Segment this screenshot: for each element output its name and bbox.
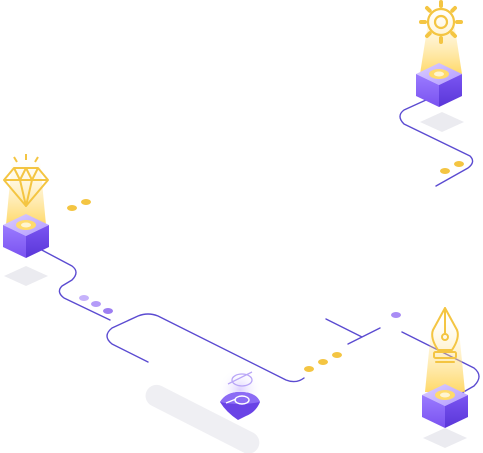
line-diamond <box>37 247 111 321</box>
dot-gold <box>454 161 464 167</box>
dot-purple <box>103 308 113 314</box>
dot-gold <box>332 352 342 358</box>
dot-gold <box>440 168 450 174</box>
dot-purple <box>391 312 401 318</box>
pen-cube <box>422 307 468 428</box>
light-beam <box>425 320 465 392</box>
connection-lines <box>37 99 480 395</box>
line-pen <box>401 331 480 395</box>
location-pin-icon <box>218 368 262 420</box>
light-beam <box>6 160 46 225</box>
diamond-icon <box>3 154 49 207</box>
dot-gold <box>81 199 91 205</box>
dot-gold <box>67 205 77 211</box>
shadow-pin <box>145 384 260 453</box>
diamond-cube <box>3 154 49 258</box>
gear-icon <box>419 0 463 44</box>
pen-nib-icon <box>431 307 459 363</box>
dots <box>67 161 464 372</box>
dot-purple <box>91 301 101 307</box>
line-main <box>106 313 305 383</box>
line-gear <box>399 99 474 187</box>
line-mid-right <box>325 318 381 345</box>
dot-purple <box>79 295 89 301</box>
floor-shadows <box>4 112 467 453</box>
shadow-gear-cube <box>420 112 464 132</box>
gear-cube <box>416 0 463 107</box>
shadow-diamond-cube <box>4 266 48 286</box>
dot-gold <box>318 359 328 365</box>
shadow-pen-cube <box>423 428 467 448</box>
dot-gold <box>304 366 314 372</box>
